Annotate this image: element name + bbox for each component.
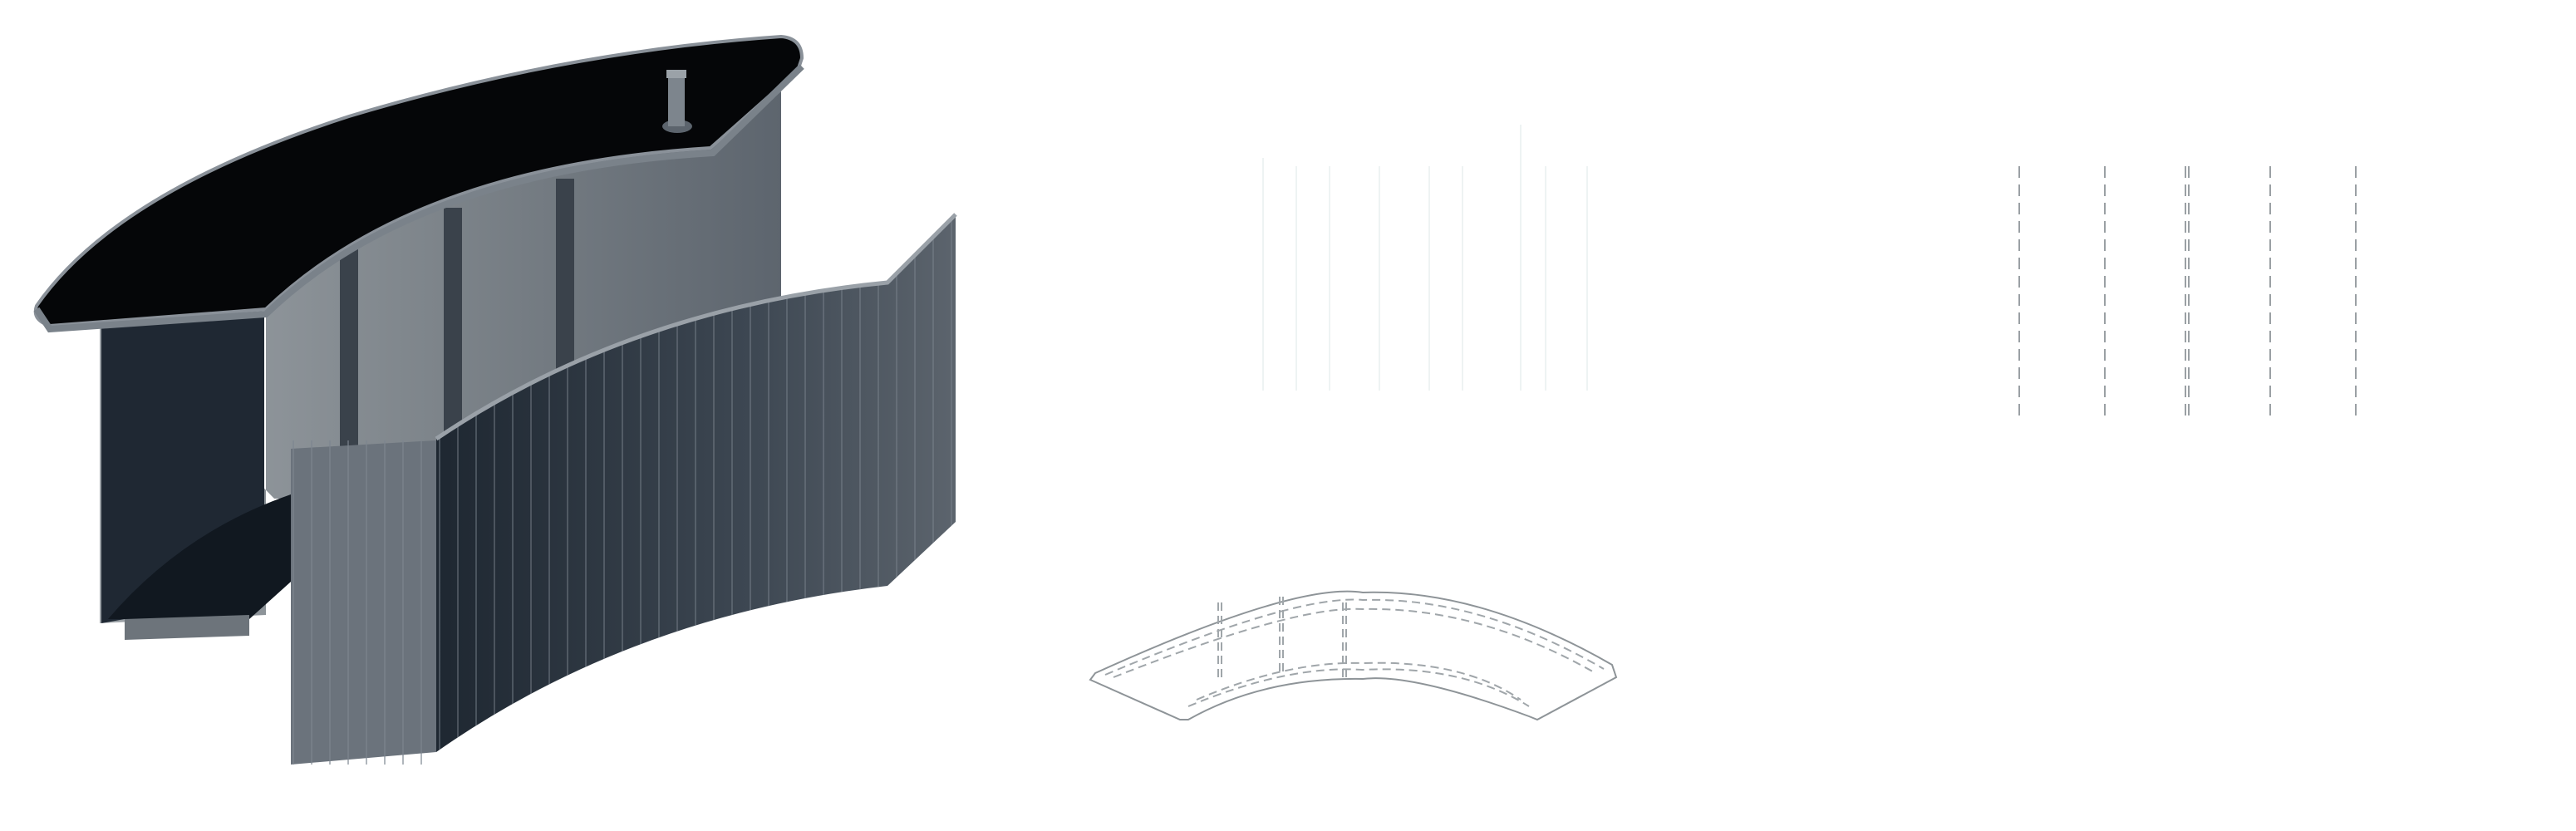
rear-elevation-dashed [2018, 166, 2357, 416]
front-panel-left-slats [291, 440, 436, 765]
desk-top-edge [33, 64, 804, 333]
cable-post [662, 70, 692, 133]
front-panel-slats [436, 214, 956, 752]
front-panel-top-edge [435, 213, 957, 441]
plan-outer-outline [1089, 590, 1618, 721]
top-plan-arc [1089, 590, 1618, 721]
desk-top [33, 34, 804, 328]
inner-shelf [108, 494, 291, 619]
plinth [125, 615, 249, 640]
perspective-view [33, 34, 957, 765]
front-elevation-faint [1262, 125, 1588, 391]
